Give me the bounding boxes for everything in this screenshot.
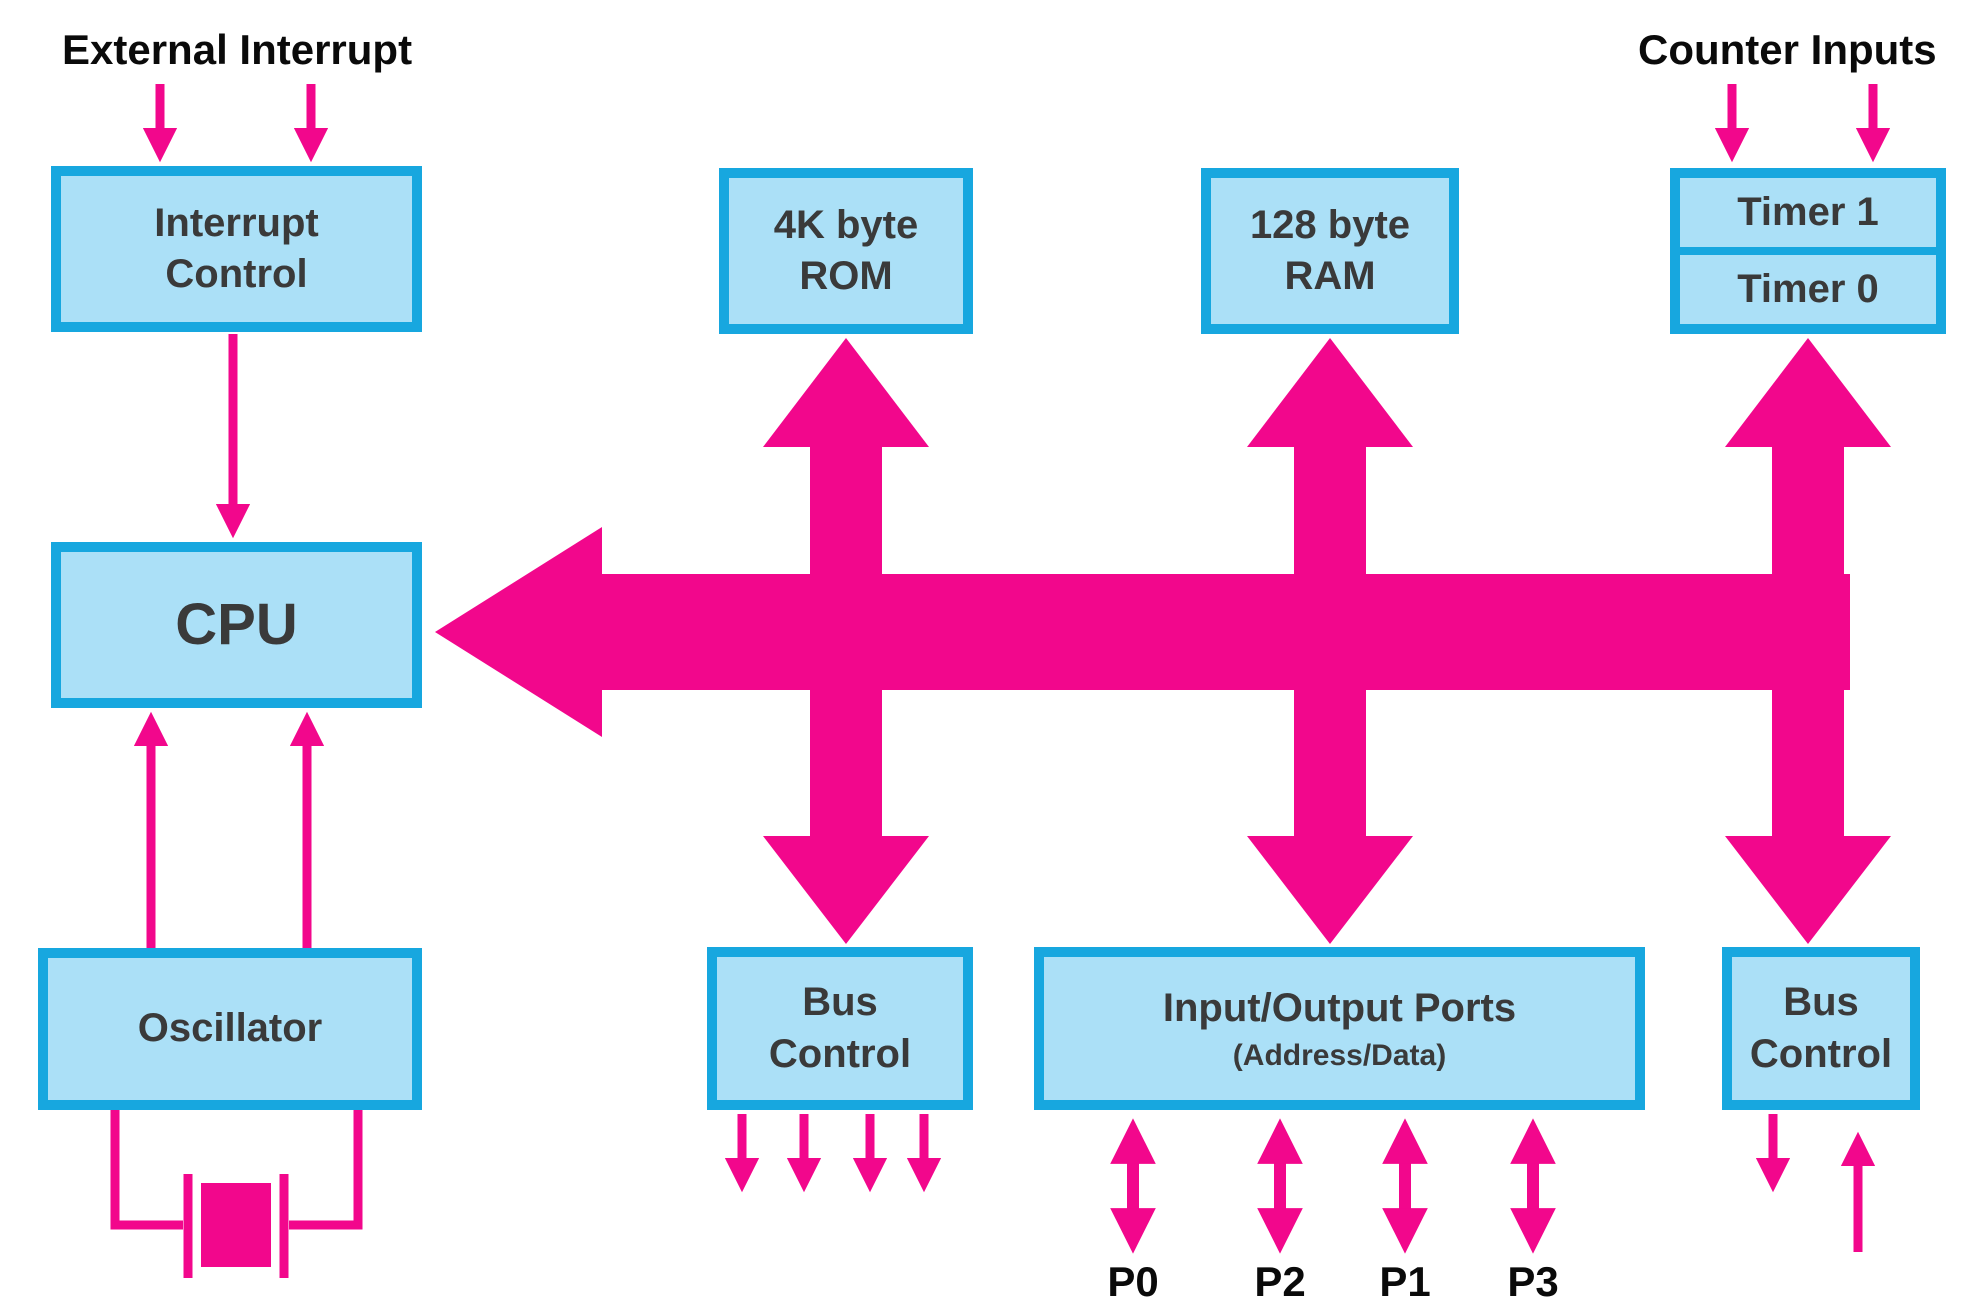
io-ports-title: Input/Output Ports: [1162, 985, 1517, 1030]
bus-control-right-label-line2: Control: [1749, 1031, 1893, 1076]
port-label-p2: P2: [1254, 1258, 1306, 1305]
bus-arrowhead-to-bus-control-left: [763, 836, 929, 944]
timer-block: Timer 1 Timer 0: [1670, 168, 1946, 334]
bus-shaft-rom: [810, 445, 882, 635]
crystal-symbol: [110, 1110, 363, 1278]
rom-label-line2: ROM: [799, 254, 893, 298]
bus-arrowhead-to-cpu: [435, 527, 602, 737]
crystal-wire-left: [110, 1110, 183, 1230]
ram-label-line2: RAM: [1284, 254, 1376, 298]
timer-1-label: Timer 1: [1737, 190, 1879, 234]
bus-arrowhead-to-timers: [1725, 338, 1891, 447]
cpu-block: CPU: [51, 542, 422, 708]
interrupt-control-label-line1: Interrupt: [154, 200, 319, 245]
io-ports-subtitle: (Address/Data): [1232, 1039, 1447, 1073]
port-label-p1: P1: [1379, 1258, 1431, 1305]
bus-arrowhead-to-io-ports: [1247, 836, 1413, 944]
bus-arrowhead-to-ram: [1247, 338, 1413, 447]
rom-block: 4K byte ROM: [719, 168, 973, 334]
bus-shaft-bus-control-right: [1772, 630, 1844, 838]
oscillator-label: Oscillator: [137, 1006, 323, 1051]
io-ports-block: Input/Output Ports (Address/Data): [1034, 947, 1645, 1110]
system-bus: [435, 338, 1891, 944]
bus-arrowhead-to-bus-control-right: [1725, 836, 1891, 944]
bus-shaft-timers: [1772, 445, 1844, 635]
bus-arrowhead-to-rom: [763, 338, 929, 447]
bus-control-right-label-line1: Bus: [1783, 980, 1859, 1025]
bus-control-left-label-line2: Control: [768, 1031, 912, 1076]
cpu-label: CPU: [175, 591, 298, 657]
bus-shaft-bus-control-left: [810, 630, 882, 838]
port-label-p3: P3: [1507, 1258, 1559, 1305]
crystal-wire-right: [289, 1110, 363, 1230]
bus-control-left-label-line1: Bus: [802, 980, 878, 1025]
port-label-p0: P0: [1107, 1258, 1159, 1305]
oscillator-block: Oscillator: [38, 948, 422, 1110]
interrupt-control-label-line2: Control: [165, 252, 308, 296]
bus-control-right-block: Bus Control: [1722, 947, 1920, 1110]
ram-label-line1: 128 byte: [1249, 202, 1411, 247]
counter-inputs-label: Counter Inputs: [1638, 26, 1937, 73]
timer-0-cell: Timer 0: [1680, 255, 1936, 324]
crystal-body: [201, 1183, 271, 1267]
rom-label-line1: 4K byte: [773, 202, 919, 247]
timer-0-label: Timer 0: [1737, 267, 1879, 311]
timer-1-cell: Timer 1: [1680, 178, 1936, 247]
external-interrupt-label: External Interrupt: [62, 26, 413, 73]
bus-control-left-block: Bus Control: [707, 947, 973, 1110]
ram-block: 128 byte RAM: [1201, 168, 1459, 334]
bus-horizontal-shaft: [598, 574, 1850, 690]
interrupt-control-block: Interrupt Control: [51, 166, 422, 332]
bus-shaft-ram: [1294, 445, 1366, 635]
bus-shaft-io-ports: [1294, 630, 1366, 838]
timer-divider: [1680, 247, 1936, 255]
